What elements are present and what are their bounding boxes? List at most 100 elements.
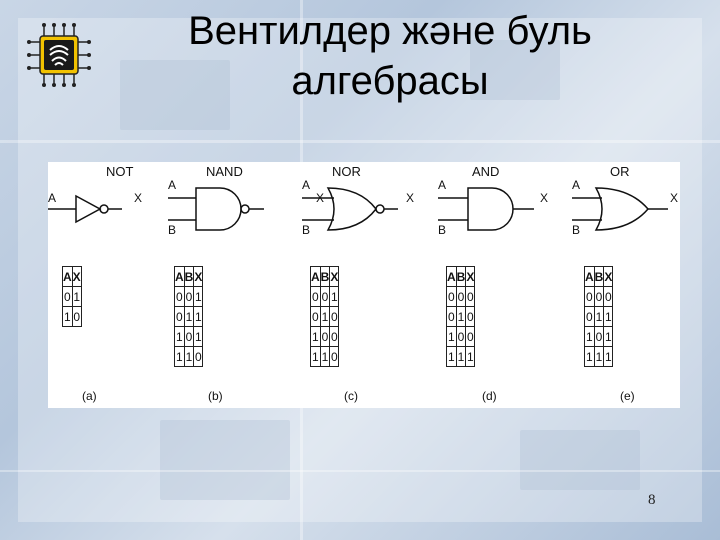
- table-header: A: [174, 266, 185, 287]
- table-cell: 1: [603, 326, 614, 347]
- table-cell: 0: [593, 326, 605, 347]
- caption-a: (a): [82, 389, 97, 403]
- table-cell: 0: [329, 346, 340, 367]
- not-gate-symbol: [48, 194, 122, 224]
- nor-gate-symbol: [302, 187, 398, 231]
- slide-title-line-1: Вентилдер жəне буль: [188, 9, 592, 53]
- table-header: B: [183, 266, 195, 287]
- truth-table-not: A X 0 1 1 0: [62, 266, 82, 327]
- caption-b: (b): [208, 389, 223, 403]
- or-gate-symbol: [572, 187, 668, 231]
- table-cell: 0: [183, 326, 195, 347]
- table-cell: 0: [174, 286, 185, 307]
- gate-label-or: OR: [610, 164, 630, 179]
- chip-logo-icon: [24, 20, 94, 90]
- table-cell: 0: [455, 326, 467, 347]
- gate-label-nand: NAND: [206, 164, 243, 179]
- table-cell: 1: [62, 306, 73, 327]
- table-cell: 1: [446, 326, 457, 347]
- table-header: X: [71, 266, 82, 287]
- table-cell: 1: [319, 346, 331, 367]
- table-cell: 0: [310, 286, 321, 307]
- table-cell: 1: [593, 346, 605, 367]
- table-cell: 1: [319, 306, 331, 327]
- table-cell: 0: [329, 306, 340, 327]
- pin-a-label: A: [572, 178, 581, 192]
- table-cell: 1: [193, 326, 204, 347]
- table-cell: 0: [593, 286, 605, 307]
- table-cell: 0: [465, 286, 476, 307]
- table-cell: 0: [446, 306, 457, 327]
- gate-label-nor: NOR: [332, 164, 361, 179]
- table-cell: 0: [174, 306, 185, 327]
- pin-x-label: X: [670, 191, 679, 205]
- pin-a-label: A: [48, 191, 57, 205]
- logic-gates-figure: NOT A X A X 0 1 1 0 (a): [48, 162, 680, 408]
- table-cell: 0: [584, 286, 595, 307]
- table-cell: 1: [603, 306, 614, 327]
- pin-a-label: A: [438, 178, 447, 192]
- table-header: A: [62, 266, 73, 287]
- table-header: A: [584, 266, 595, 287]
- table-header: X: [465, 266, 476, 287]
- table-cell: 1: [593, 306, 605, 327]
- table-cell: 1: [183, 346, 195, 367]
- table-header: X: [603, 266, 614, 287]
- table-cell: 0: [310, 306, 321, 327]
- table-cell: 0: [584, 306, 595, 327]
- table-cell: 1: [193, 306, 204, 327]
- table-header: A: [310, 266, 321, 287]
- table-cell: 1: [183, 306, 195, 327]
- table-cell: 0: [193, 346, 204, 367]
- pin-a-label: A: [168, 178, 177, 192]
- pin-x-label: X: [540, 191, 549, 205]
- table-cell: 1: [310, 326, 321, 347]
- page-number: 8: [648, 492, 656, 508]
- table-header: B: [319, 266, 331, 287]
- table-header: X: [329, 266, 340, 287]
- table-cell: 0: [446, 286, 457, 307]
- gate-label-and: AND: [472, 164, 500, 179]
- pin-b-label: B: [302, 223, 311, 237]
- table-cell: 1: [329, 286, 340, 307]
- table-cell: 0: [183, 286, 195, 307]
- table-cell: 0: [455, 286, 467, 307]
- table-cell: 1: [584, 326, 595, 347]
- table-cell: 1: [603, 346, 614, 367]
- table-cell: 0: [62, 286, 73, 307]
- table-cell: 0: [319, 326, 331, 347]
- table-cell: 1: [455, 346, 467, 367]
- table-cell: 0: [71, 306, 82, 327]
- pin-x-label: X: [134, 191, 143, 205]
- pin-x-label: X: [406, 191, 415, 205]
- table-cell: 1: [71, 286, 82, 307]
- table-cell: 1: [310, 346, 321, 367]
- table-cell: 0: [465, 326, 476, 347]
- pin-b-label: B: [572, 223, 581, 237]
- table-cell: 1: [584, 346, 595, 367]
- gate-label-not: NOT: [106, 164, 134, 179]
- table-header: X: [193, 266, 204, 287]
- and-gate-symbol: [438, 187, 534, 231]
- caption-d: (d): [482, 389, 497, 403]
- table-cell: 0: [603, 286, 614, 307]
- slide-title-line-2: алгебрасы: [291, 59, 489, 103]
- table-header: B: [593, 266, 605, 287]
- caption-e: (e): [620, 389, 635, 403]
- table-cell: 1: [465, 346, 476, 367]
- pin-a-label: A: [302, 178, 311, 192]
- table-cell: 0: [465, 306, 476, 327]
- table-cell: 1: [193, 286, 204, 307]
- table-cell: 1: [446, 346, 457, 367]
- table-cell: 0: [319, 286, 331, 307]
- pin-b-label: B: [438, 223, 447, 237]
- table-header: A: [446, 266, 457, 287]
- slide-title: Вентилдер жəне буль алгебрасы: [110, 6, 670, 106]
- table-cell: 1: [174, 346, 185, 367]
- nand-gate-symbol: [168, 187, 264, 231]
- table-header: B: [455, 266, 467, 287]
